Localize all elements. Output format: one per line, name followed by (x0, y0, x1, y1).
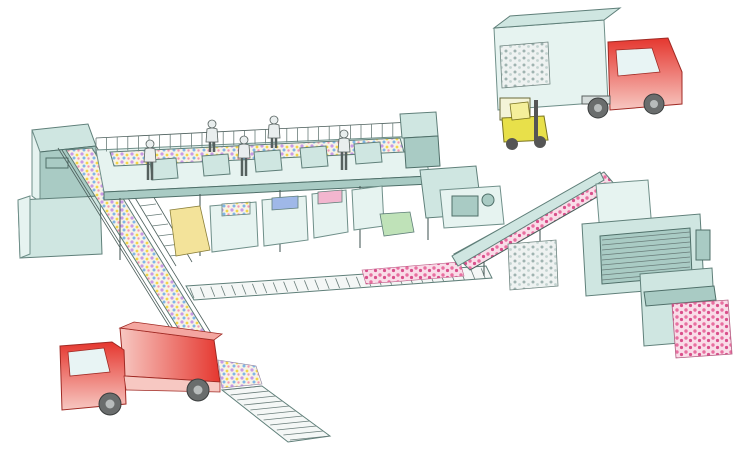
outfeed-ramp (220, 385, 332, 443)
slat-line (223, 385, 263, 391)
box-truck-icon (492, 7, 683, 119)
slat-line (335, 278, 340, 289)
slat-line (293, 280, 299, 292)
slat-line (200, 287, 205, 298)
slat-line (256, 410, 297, 416)
slat-line (345, 277, 351, 288)
slat-line (601, 261, 691, 271)
slat-line (601, 236, 691, 246)
worker-icon (205, 119, 219, 152)
slat-line (230, 390, 269, 396)
processing-machine (399, 111, 505, 229)
slat-line (601, 241, 691, 251)
worker-icon (337, 129, 351, 170)
slat-line (314, 279, 320, 290)
slat-line (356, 276, 361, 287)
slat-line (283, 430, 324, 436)
slat-line (601, 231, 691, 241)
worker-icon (237, 135, 251, 176)
slat-line (601, 251, 691, 261)
slat-line (289, 435, 331, 441)
slat-line (480, 268, 486, 279)
sort-stations (149, 141, 383, 181)
worker-icon (267, 115, 281, 148)
slat-line (470, 268, 476, 280)
slat-line (237, 395, 276, 401)
infeed-conveyor (57, 145, 215, 347)
slat-line (241, 284, 247, 295)
slat-line (272, 282, 278, 293)
workers (143, 115, 351, 180)
slat-line (270, 420, 310, 426)
infeed-tower (17, 123, 103, 259)
worker-icon (143, 139, 157, 180)
slat-line (601, 256, 691, 266)
forklift-icon (499, 97, 549, 150)
slat-line (283, 281, 288, 292)
slat-line (601, 266, 691, 276)
slat-line (276, 425, 317, 431)
slat-line (304, 280, 309, 291)
slat-line (263, 415, 303, 421)
slat-line (262, 282, 268, 294)
baler-feed-conveyor (451, 171, 617, 276)
baler-machine-icon (507, 179, 733, 359)
dump-truck-icon (59, 321, 263, 416)
slat-line (324, 278, 330, 290)
slat-line (231, 285, 236, 296)
slat-line (189, 287, 195, 299)
slat-line (243, 400, 283, 406)
slat-line (250, 405, 290, 411)
collection-bins (169, 185, 415, 257)
slat-line (252, 283, 257, 294)
slat-line (601, 246, 691, 256)
slat-line (210, 286, 216, 297)
slat-line (220, 285, 226, 297)
